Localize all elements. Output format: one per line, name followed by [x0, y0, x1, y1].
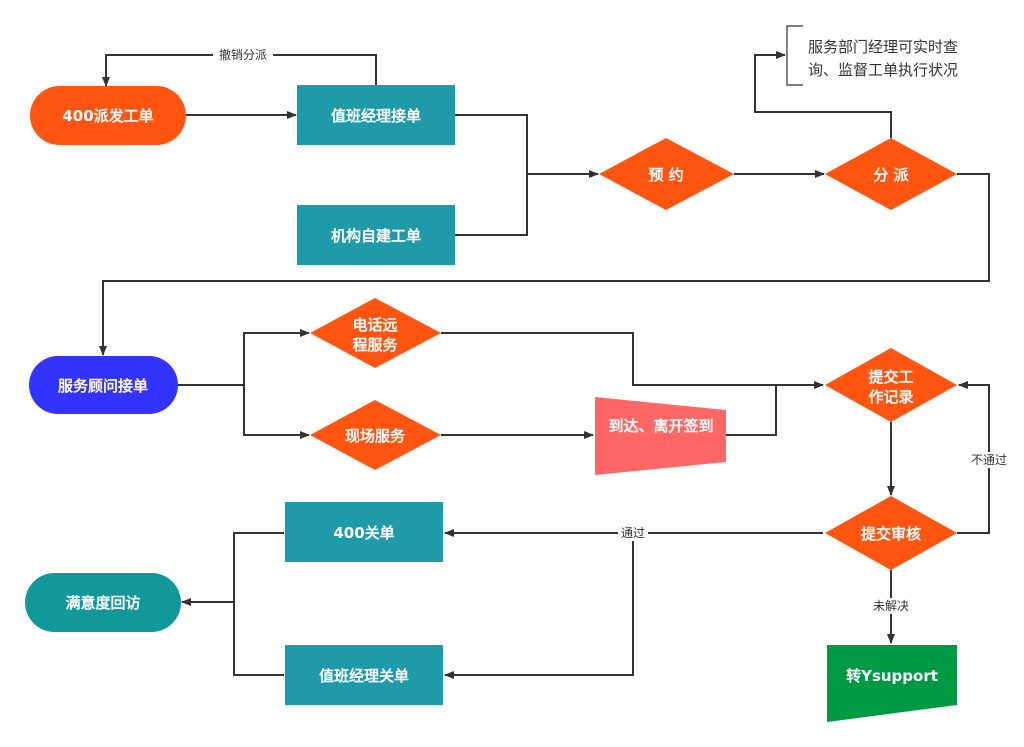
node-checkin-label: 到达、离开签到 [608, 417, 713, 435]
node-satisfaction[interactable]: 满意度回访 [25, 573, 181, 632]
edge-assign-to-consultant [99, 173, 990, 356]
node-checkin[interactable]: 到达、离开签到 [595, 397, 726, 475]
node-onsite-label: 现场服务 [345, 427, 406, 445]
edge-close400-to-merge [233, 532, 284, 602]
node-appointment-label: 预 约 [648, 166, 683, 184]
node-consultant-accept[interactable]: 服务顾问接单 [29, 356, 178, 414]
edge-label-revoke: 撤销分派 [219, 47, 267, 62]
node-close-400[interactable]: 400关单 [285, 502, 443, 562]
node-submit-record-label-2: 作记录 [868, 388, 913, 406]
edge-branch-to-onsite [243, 385, 310, 439]
node-duty-close[interactable]: 值班经理关单 [285, 645, 443, 705]
edge-label-unresolved: 未解决 [873, 599, 909, 613]
node-duty-accept[interactable]: 值班经理接单 [297, 85, 455, 145]
node-onsite[interactable]: 现场服务 [310, 400, 441, 470]
node-phone-remote-label-2: 程服务 [352, 336, 398, 354]
node-ysupport[interactable]: 转Ysupport [827, 645, 957, 722]
node-close-400-label: 400关单 [333, 524, 394, 542]
node-submit-review[interactable]: 提交审核 [825, 496, 957, 570]
annotation-note: 服务部门经理可实时查 询、监督工单执行状况 [786, 25, 958, 86]
node-dispatch-400[interactable]: 400派发工单 [30, 86, 186, 145]
node-phone-remote[interactable]: 电话远 程服务 [310, 298, 441, 368]
node-dispatch-400-label: 400派发工单 [62, 107, 153, 125]
node-duty-close-label: 值班经理关单 [319, 667, 409, 685]
node-consultant-accept-label: 服务顾问接单 [58, 377, 148, 395]
edge-branch-to-phone [243, 329, 310, 385]
edge-assign-to-note [754, 51, 892, 138]
node-org-create-label: 机构自建工单 [331, 227, 421, 245]
edge-phone-to-record [441, 332, 824, 389]
node-assign[interactable]: 分 派 [825, 138, 957, 210]
note-line-1: 服务部门经理可实时查 [808, 38, 958, 56]
note-line-2: 询、监督工单执行状况 [808, 61, 958, 79]
node-ysupport-label: 转Ysupport [846, 667, 938, 685]
edge-checkin-to-record [726, 385, 777, 436]
note-bracket [786, 25, 803, 86]
edges [99, 51, 990, 679]
edge-labels: 撤销分派 通过 不通过 未解决 [213, 47, 1013, 614]
edge-duty-to-merge [455, 114, 528, 174]
node-submit-record-label-1: 提交工 [868, 368, 913, 386]
edge-pass-to-dutyclose [444, 533, 634, 679]
edge-label-not-pass: 不通过 [971, 453, 1007, 467]
node-satisfaction-label: 满意度回访 [65, 594, 140, 612]
node-org-create[interactable]: 机构自建工单 [297, 205, 455, 265]
node-assign-label: 分 派 [873, 166, 909, 184]
node-phone-remote-label-1: 电话远 [352, 316, 397, 334]
node-appointment[interactable]: 预 约 [599, 138, 734, 210]
edge-dutyclose-to-merge [233, 602, 284, 676]
node-submit-record[interactable]: 提交工 作记录 [825, 348, 957, 422]
node-submit-review-label: 提交审核 [861, 525, 921, 543]
edge-org-to-merge [455, 174, 528, 236]
edge-label-pass: 通过 [621, 526, 645, 540]
node-duty-accept-label: 值班经理接单 [331, 107, 421, 125]
